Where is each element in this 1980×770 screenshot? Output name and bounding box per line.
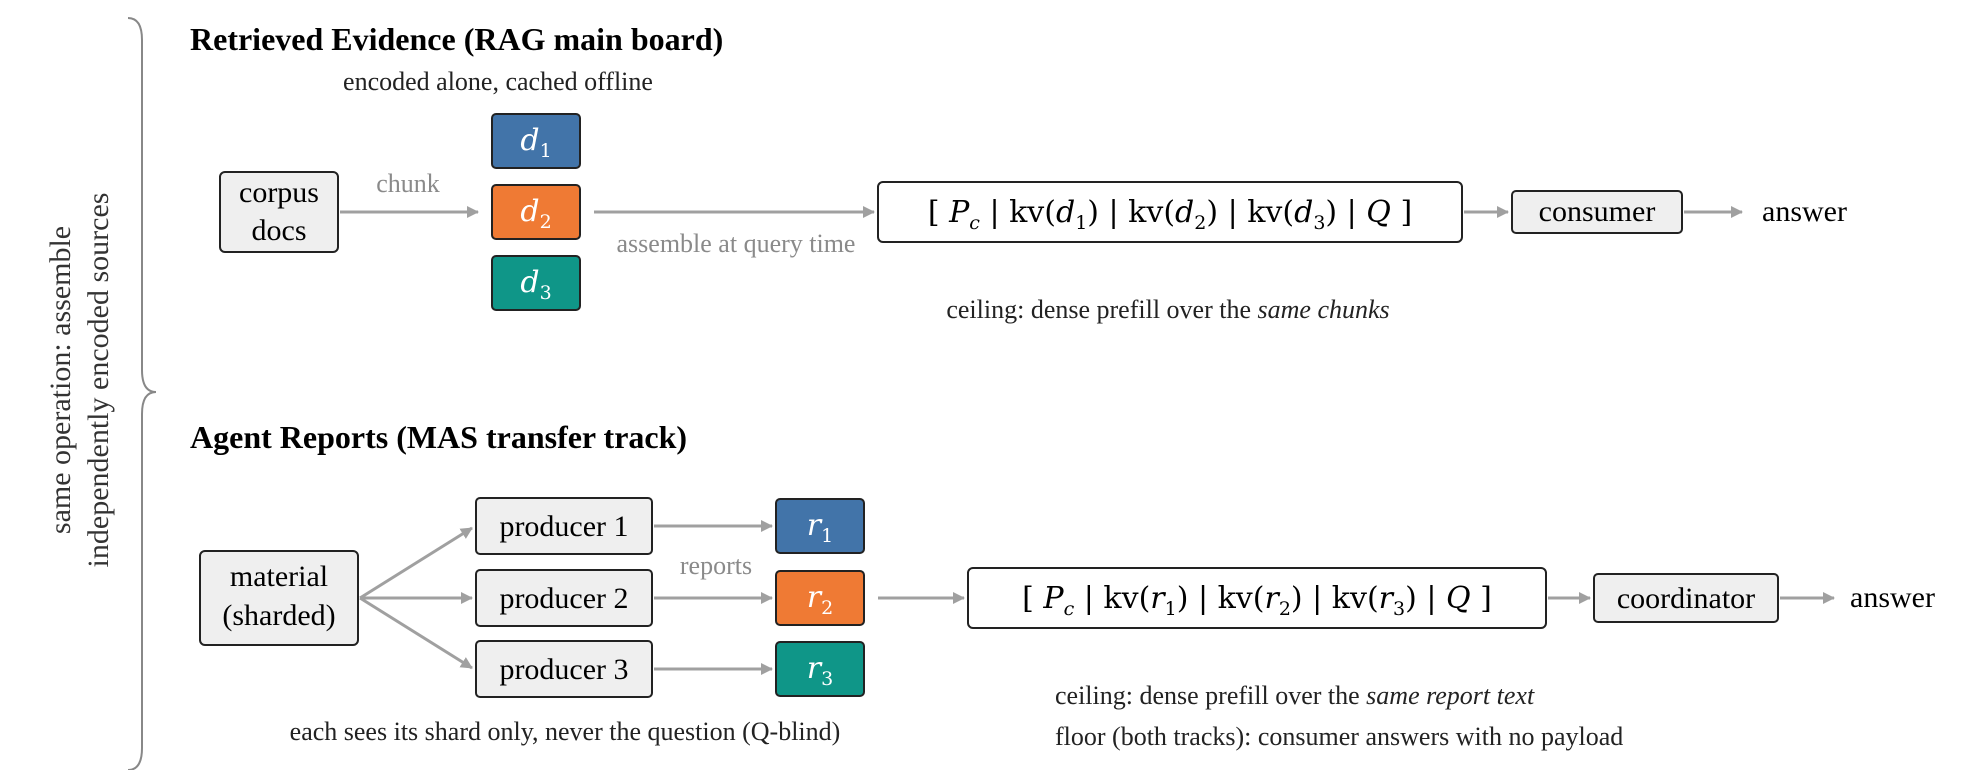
chunk-d3: d3 — [491, 255, 581, 311]
svg-text:d1: d1 — [520, 123, 551, 162]
svg-text:[ Pc | kv(d1) | kv(d2) | kv(d3: [ Pc | kv(d1) | kv(d2) | kv(d3) | Q ] — [928, 195, 1412, 234]
coordinator-box: coordinator — [1593, 573, 1779, 623]
mas-answer: answer — [1850, 581, 1935, 614]
material-line2: (sharded) — [222, 599, 335, 632]
report-r3: r3 — [775, 641, 865, 697]
corpus-docs-line1: corpus — [239, 176, 319, 209]
reports-label: reports — [680, 551, 752, 580]
mas-title: Agent Reports (MAS transfer track) — [190, 419, 687, 455]
fanout-arrow-3 — [359, 596, 473, 670]
shard-caption: each sees its shard only, never the ques… — [290, 717, 841, 746]
rag-answer: answer — [1762, 195, 1847, 228]
producer-2-box: producer 2 — [475, 569, 653, 627]
svg-text:r2: r2 — [807, 580, 833, 619]
chunk-d1: d1 — [491, 113, 581, 169]
svg-text:d2: d2 — [520, 194, 551, 233]
producer-3-box: producer 3 — [475, 640, 653, 698]
material-box: material (sharded) — [199, 550, 359, 646]
rag-title: Retrieved Evidence (RAG main board) — [190, 21, 723, 57]
svg-text:r3: r3 — [807, 651, 833, 690]
side-label-line1: same operation: assemble — [44, 226, 77, 534]
consumer-box: consumer — [1511, 190, 1683, 234]
rag-encode-caption: encoded alone, cached offline — [343, 67, 653, 96]
svg-text:d3: d3 — [520, 265, 551, 304]
svg-text:[ Pc | kv(r1) | kv(r2) | kv(r3: [ Pc | kv(r1) | kv(r2) | kv(r3) | Q ] — [1022, 581, 1492, 620]
svg-text:coordinator: coordinator — [1617, 582, 1755, 615]
rag-sequence-box: [ Pc | kv(d1) | kv(d2) | kv(d3) | Q ] — [877, 181, 1463, 243]
svg-text:consumer: consumer — [1539, 195, 1656, 228]
corpus-docs-box: corpus docs — [219, 171, 339, 253]
mas-sequence-box: [ Pc | kv(r1) | kv(r2) | kv(r3) | Q ] — [967, 567, 1547, 629]
svg-text:producer 2: producer 2 — [499, 582, 628, 615]
svg-text:producer 1: producer 1 — [499, 510, 628, 543]
chunk-d2: d2 — [491, 184, 581, 240]
svg-text:r1: r1 — [807, 508, 833, 547]
producer-1-box: producer 1 — [475, 497, 653, 555]
material-line1: material — [230, 560, 328, 593]
report-r2: r2 — [775, 570, 865, 626]
assemble-label: assemble at query time — [617, 229, 856, 258]
mas-ceiling: ceiling: dense prefill over the same rep… — [1055, 681, 1535, 710]
rag-ceiling: ceiling: dense prefill over the same chu… — [946, 295, 1389, 324]
report-r1: r1 — [775, 498, 865, 554]
chunk-label: chunk — [376, 169, 440, 198]
corpus-docs-line2: docs — [252, 214, 307, 247]
floor-note: floor (both tracks): consumer answers wi… — [1055, 722, 1623, 751]
grouping-brace — [127, 17, 157, 770]
svg-text:producer 3: producer 3 — [499, 653, 628, 686]
side-label-line2: independently encoded sources — [82, 193, 115, 568]
fanout-arrow-1 — [359, 526, 473, 600]
